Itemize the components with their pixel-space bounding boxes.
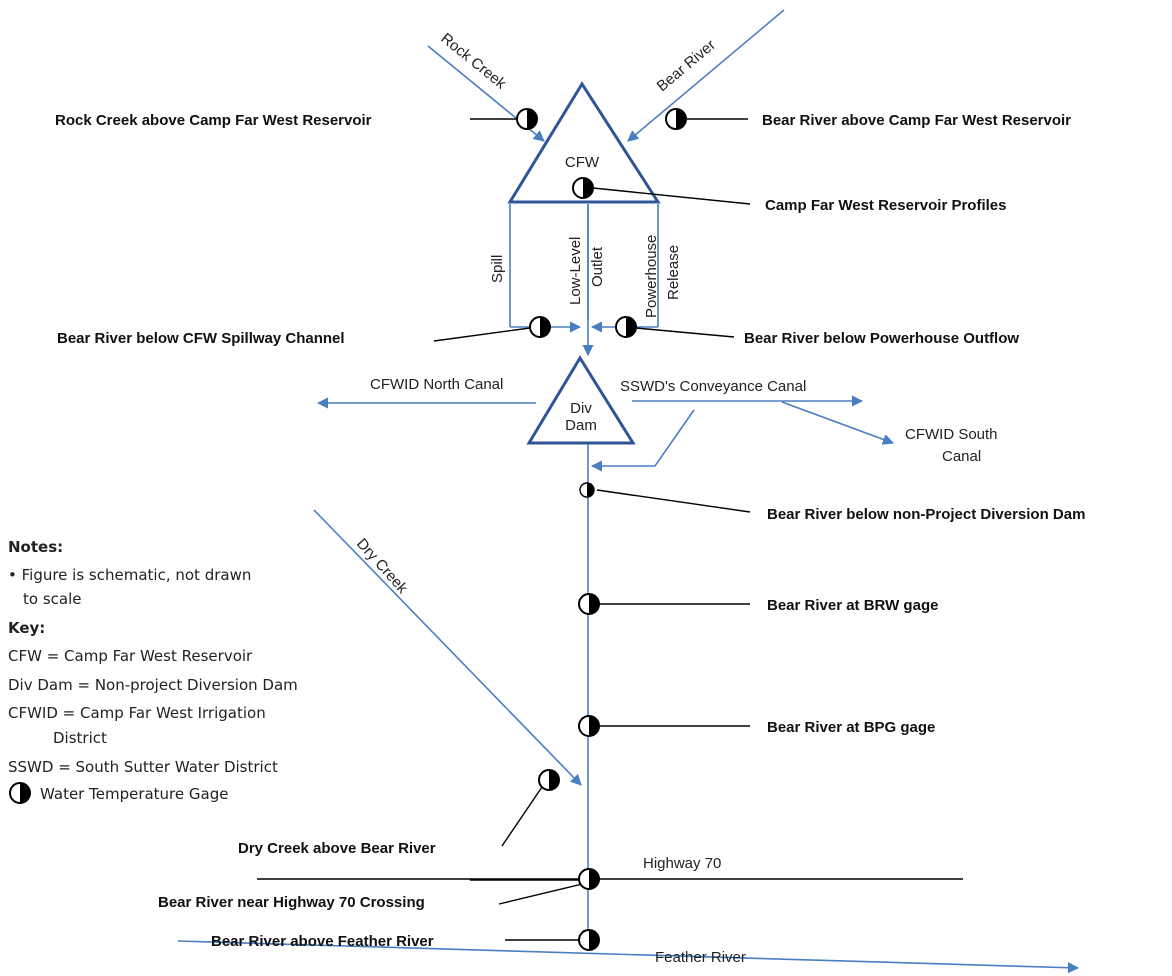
- bear-river-label: Bear River: [654, 36, 719, 95]
- gage-brw-symbol: [578, 593, 600, 615]
- key-gage-label: Water Temperature Gage: [40, 785, 228, 803]
- bear-river-inflow-line: [627, 9, 785, 142]
- notes-bullet-line2: to scale: [23, 590, 81, 608]
- low-level-label-2: Outlet: [589, 246, 606, 287]
- camp-far-west-reservoir: [507, 81, 661, 204]
- gage-label-bpg: Bear River at BPG gage: [767, 719, 935, 736]
- gage-hwy70-symbol: [578, 868, 600, 890]
- south-canal-line: [781, 401, 895, 445]
- gage-label-rock-creek: Rock Creek above Camp Far West Reservoir: [55, 112, 372, 129]
- gage-label-hwy70: Bear River near Highway 70 Crossing: [158, 894, 425, 911]
- key-div-dam: Div Dam = Non-project Diversion Dam: [8, 676, 298, 694]
- low-level-label-1: Low-Level: [567, 237, 584, 305]
- dry-creek-line: [313, 509, 582, 786]
- feather-river-label: Feather River: [655, 949, 746, 966]
- reservoir-label: CFW: [565, 154, 600, 171]
- highway-70-label: Highway 70: [643, 855, 721, 872]
- key-cfw: CFW = Camp Far West Reservoir: [8, 647, 253, 665]
- gage-spillway-symbol: [529, 316, 551, 338]
- gage-bpg-symbol: [578, 715, 600, 737]
- gage-label-below-div-dam: Bear River below non-Project Diversion D…: [767, 506, 1085, 523]
- notes-bullet-line1: • Figure is schematic, not drawn: [8, 566, 251, 584]
- gage-label-spillway: Bear River below CFW Spillway Channel: [57, 330, 345, 347]
- conveyance-canal-label: SSWD's Conveyance Canal: [620, 378, 806, 395]
- gage-label-dry-creek: Dry Creek above Bear River: [238, 840, 436, 857]
- south-canal-label-2: Canal: [942, 448, 981, 465]
- div-dam-label-1: Div: [570, 400, 592, 417]
- gage-label-powerhouse: Bear River below Powerhouse Outflow: [744, 330, 1019, 347]
- notes-heading: Notes:: [8, 538, 63, 556]
- gage-reservoir-profile-symbol: [572, 177, 594, 199]
- gage-rock-creek-symbol: [516, 108, 538, 130]
- spill-label: Spill: [489, 255, 506, 283]
- notes-panel: Notes: • Figure is schematic, not drawn …: [8, 538, 298, 803]
- gage-label-bear-river-above: Bear River above Camp Far West Reservoir: [762, 112, 1071, 129]
- key-gage-symbol: [9, 782, 31, 804]
- div-dam-label-2: Dam: [565, 417, 597, 434]
- key-sswd: SSWD = South Sutter Water District: [8, 758, 278, 776]
- powerhouse-label-2: Release: [665, 245, 682, 300]
- powerhouse-label-1: Powerhouse: [643, 235, 660, 318]
- diversion-dam: [526, 355, 636, 445]
- gage-below-div-dam-symbol: [579, 482, 595, 498]
- gage-symbols: [9, 108, 687, 951]
- gage-label-above-feather: Bear River above Feather River: [211, 933, 434, 950]
- gage-powerhouse-symbol: [615, 316, 637, 338]
- gage-bear-river-above-symbol: [665, 108, 687, 130]
- key-cfwid-line1: CFWID = Camp Far West Irrigation: [8, 704, 266, 722]
- north-canal-label: CFWID North Canal: [370, 376, 503, 393]
- leader-lines: [433, 118, 751, 941]
- key-heading: Key:: [8, 619, 45, 637]
- gage-label-brw: Bear River at BRW gage: [767, 597, 938, 614]
- south-canal-label-1: CFWID South: [905, 426, 998, 443]
- gage-dry-creek-symbol: [538, 769, 560, 791]
- gage-label-reservoir-profiles: Camp Far West Reservoir Profiles: [765, 197, 1006, 214]
- gage-above-feather-symbol: [578, 929, 600, 951]
- feather-river-line: [177, 940, 1080, 974]
- dry-creek-label: Dry Creek: [353, 535, 411, 597]
- canal-return-line: [590, 409, 695, 472]
- key-cfwid-line2: District: [53, 729, 107, 747]
